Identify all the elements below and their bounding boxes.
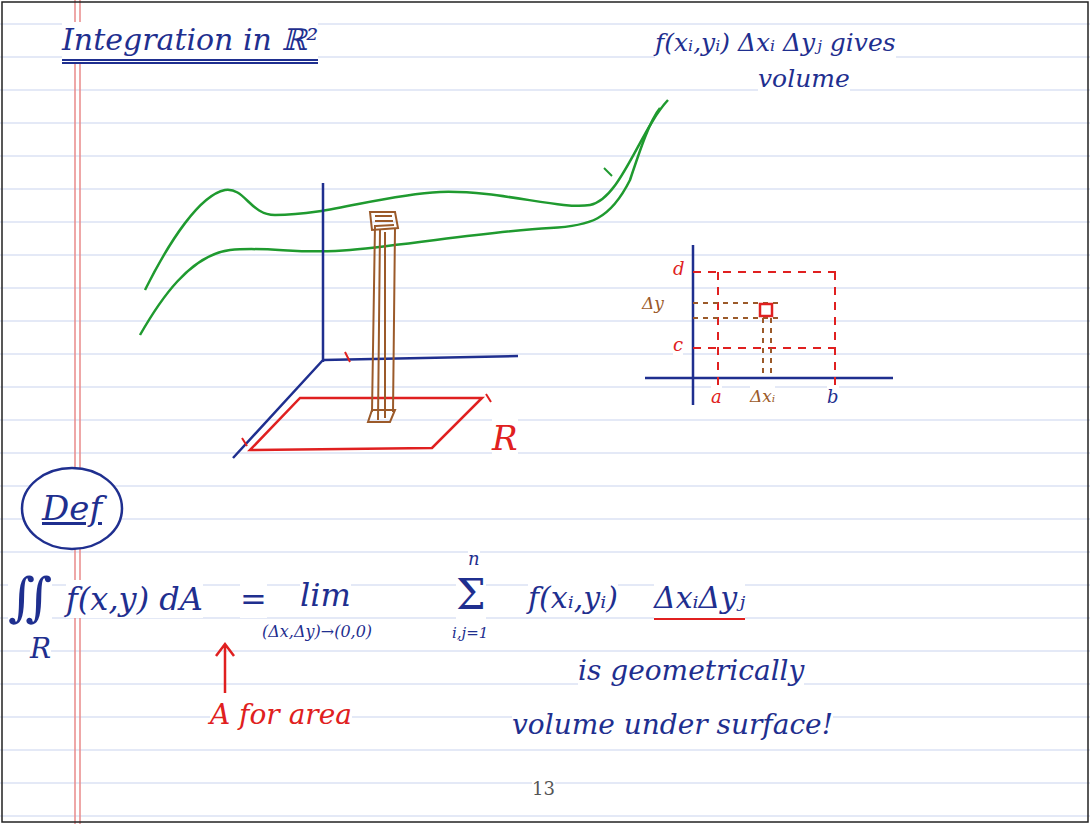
note-text: is geometrically <box>578 654 804 688</box>
sub-rectangle <box>760 304 772 316</box>
ruled-line <box>0 816 1090 817</box>
ruled-line <box>0 453 1090 454</box>
area-element: ΔxᵢΔyⱼ <box>654 580 745 620</box>
ruled-line <box>0 189 1090 190</box>
pointer-arrow <box>216 644 234 693</box>
note-text: volume <box>758 64 850 94</box>
integral-sign: ∬ <box>8 566 52 628</box>
surface-curve <box>145 100 668 290</box>
surface-mark <box>604 168 612 176</box>
ruled-line <box>0 156 1090 157</box>
margin-line <box>74 0 76 824</box>
ruled-line <box>0 90 1090 91</box>
sum-upper-bound: n <box>468 548 480 570</box>
sub-rectangle-guides <box>693 303 778 378</box>
ruled-line <box>0 354 1090 355</box>
region-r <box>250 398 482 450</box>
margin-line <box>79 0 81 824</box>
equals-sign: = <box>240 580 267 618</box>
ruled-line <box>0 651 1090 652</box>
axis-label: d <box>673 258 685 280</box>
ruled-line <box>0 420 1090 421</box>
note-text: f(xᵢ,yᵢ) Δxᵢ Δyⱼ gives <box>655 28 896 58</box>
page-title: Integration in ℝ² <box>62 22 318 64</box>
definition-circle: Def <box>20 466 124 551</box>
limit-subscript: (Δx,Δy)→(0,0) <box>262 622 372 641</box>
annotation: A for area <box>210 698 352 732</box>
definition-label: Def <box>42 488 102 529</box>
rectangle-ab-cd <box>693 272 838 398</box>
ruled-line <box>0 684 1090 685</box>
ruled-line <box>0 321 1090 322</box>
region-label: R <box>492 418 518 459</box>
surface-curve <box>140 108 660 335</box>
ruled-line <box>0 288 1090 289</box>
limit-operator: lim <box>300 576 351 614</box>
ruled-line <box>0 750 1090 751</box>
integrand: f(x,y) dA <box>66 580 203 618</box>
note-text: volume under surface! <box>512 708 833 742</box>
increment-label: Δxᵢ <box>750 386 775 406</box>
ruled-line <box>0 486 1090 487</box>
sum-sign: Σ <box>456 570 486 620</box>
ruled-line <box>0 222 1090 223</box>
axis-label: b <box>827 386 839 408</box>
ruled-line <box>0 387 1090 388</box>
axes-2d <box>645 245 893 405</box>
ruled-line <box>0 519 1090 520</box>
ruled-lines <box>0 24 1090 816</box>
axis-tick <box>242 352 491 446</box>
ruled-line <box>0 123 1090 124</box>
region-subscript: R <box>30 632 51 666</box>
axes-3d <box>233 183 518 458</box>
increment-label: Δy <box>642 293 664 313</box>
axis-label: a <box>711 386 722 408</box>
riemann-term: f(xᵢ,yᵢ) <box>528 580 618 616</box>
axis-label: c <box>673 334 683 356</box>
ruled-line <box>0 552 1090 553</box>
circle-outline <box>22 468 122 549</box>
sum-lower-bound: i,j=1 <box>452 624 488 642</box>
volume-column <box>368 212 398 422</box>
page-number: 13 <box>532 778 555 800</box>
